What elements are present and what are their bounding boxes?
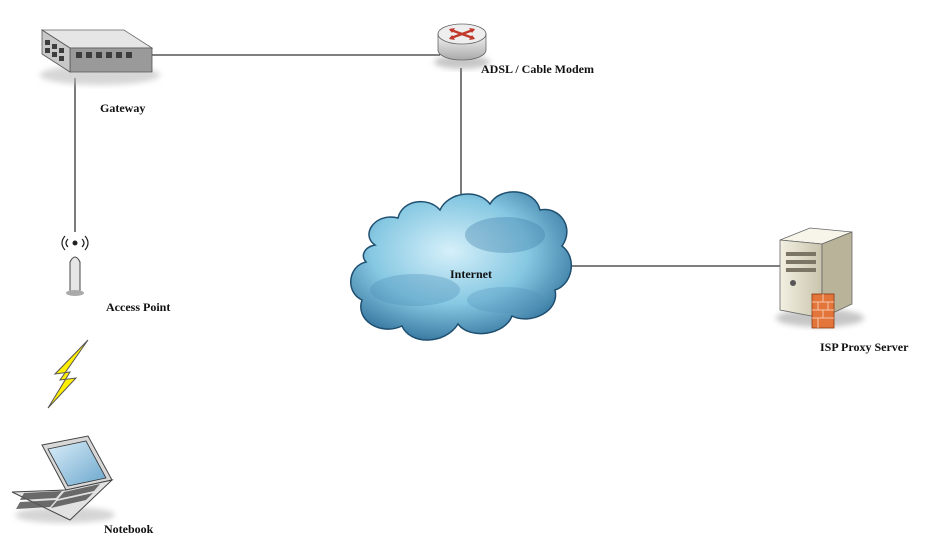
router-icon: [434, 23, 490, 69]
notebook-label: Notebook: [104, 522, 154, 536]
links: [74, 54, 782, 267]
firewall-icon: [811, 293, 835, 329]
wireless-link-bolt-icon: [47, 339, 89, 409]
cloud-icon: [350, 191, 573, 341]
access-point-label: Access Point: [106, 300, 170, 314]
internet-label: Internet: [450, 267, 492, 281]
gateway-label: Gateway: [100, 101, 145, 115]
wireless-antenna-icon: [61, 235, 89, 296]
modem-label: ADSL / Cable Modem: [481, 62, 594, 76]
proxy-server-label: ISP Proxy Server: [820, 340, 909, 354]
switch-icon: [40, 29, 160, 85]
laptop-icon: [11, 435, 115, 523]
server-icon: [776, 227, 864, 329]
